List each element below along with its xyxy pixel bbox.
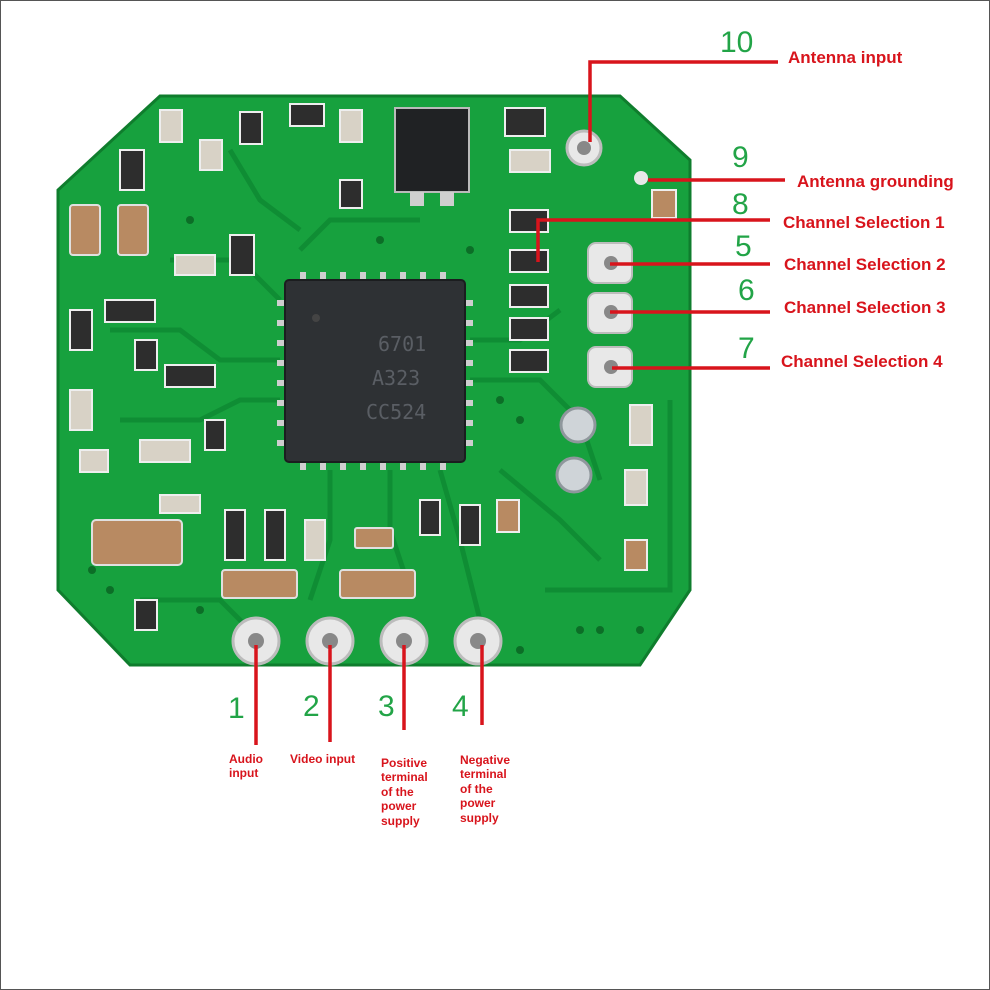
chip-pin	[277, 440, 287, 446]
label-positive-line: terminal	[381, 770, 428, 784]
chip-marking-line3: CC524	[366, 400, 426, 424]
label-positive-line: supply	[381, 814, 420, 828]
chip-pin	[320, 272, 326, 282]
chip-pin	[277, 420, 287, 426]
pcb-components	[69, 103, 677, 631]
regulator-ic	[394, 107, 470, 206]
solder-blob	[559, 406, 597, 444]
chip-pin	[340, 272, 346, 282]
label-positive-line: Positive	[381, 756, 427, 770]
label-channel-2: Channel Selection 2	[784, 255, 946, 274]
chip-pin	[277, 320, 287, 326]
pin-number-10: 10	[720, 26, 753, 59]
chip-pin	[420, 272, 426, 282]
chip-pin	[400, 272, 406, 282]
chip-pin	[463, 440, 473, 446]
solder-blob	[555, 456, 593, 494]
chip-pin	[340, 460, 346, 470]
chip-pin	[463, 420, 473, 426]
label-channel-1: Channel Selection 1	[783, 213, 945, 232]
chip-pin	[300, 272, 306, 282]
leader-channel-1	[536, 218, 770, 262]
chip-pin	[380, 272, 386, 282]
chip-pin	[277, 380, 287, 386]
pin-number-8: 8	[732, 188, 749, 221]
pin-number-4: 4	[452, 690, 469, 723]
pin-number-9: 9	[732, 141, 749, 174]
label-negative-line: supply	[460, 811, 499, 825]
label-channel-3: Channel Selection 3	[784, 298, 946, 317]
chip-pin	[420, 460, 426, 470]
chip-pin	[277, 400, 287, 406]
chip-pin	[277, 300, 287, 306]
chip-pin	[277, 340, 287, 346]
chip-pin	[300, 460, 306, 470]
chip-pin	[400, 460, 406, 470]
label-antenna-input: Antenna input	[788, 48, 903, 67]
label-audio-line: Audio	[229, 752, 263, 766]
pcb-vias	[88, 216, 644, 654]
main-chip: 6701 A323 CC524	[277, 272, 473, 470]
pcb-board	[56, 94, 692, 667]
pin-number-6: 6	[738, 274, 755, 307]
pin-number-1: 1	[228, 692, 245, 725]
pin-number-3: 3	[378, 690, 395, 723]
label-audio-line: input	[229, 766, 258, 780]
chip-pin	[440, 272, 446, 282]
chip-marking-line1: 6701	[378, 332, 426, 356]
label-positive-terminal: Positive terminal of the power supply	[381, 756, 428, 828]
label-negative-line: of the	[460, 782, 493, 796]
label-negative-terminal: Negative terminal of the power supply	[460, 753, 510, 825]
chip-pin	[463, 400, 473, 406]
chip-pin	[463, 320, 473, 326]
leader-antenna-input	[588, 60, 778, 142]
label-negative-line: Negative	[460, 753, 510, 767]
pin-number-5: 5	[735, 230, 752, 263]
chip-marking-line2: A323	[372, 366, 420, 390]
chip-pin	[360, 460, 366, 470]
label-negative-line: terminal	[460, 767, 507, 781]
chip-pin	[320, 460, 326, 470]
chip-pin	[360, 272, 366, 282]
chip-pin	[440, 460, 446, 470]
chip-pin	[463, 340, 473, 346]
pin-number-7: 7	[738, 332, 755, 365]
chip-pin	[463, 300, 473, 306]
pin-number-2: 2	[303, 690, 320, 723]
chip-pin	[277, 360, 287, 366]
label-negative-line: power	[460, 796, 496, 810]
label-audio-input: Audio input	[229, 752, 263, 780]
chip-pin	[463, 360, 473, 366]
label-positive-line: power	[381, 799, 417, 813]
pad-antenna-ground	[634, 171, 648, 185]
label-positive-line: of the	[381, 785, 414, 799]
chip-pin	[463, 380, 473, 386]
leader-lines	[254, 60, 785, 745]
label-channel-4: Channel Selection 4	[781, 352, 943, 371]
label-antenna-grounding: Antenna grounding	[797, 172, 954, 191]
chip-pin	[380, 460, 386, 470]
label-video-input: Video input	[290, 752, 355, 766]
